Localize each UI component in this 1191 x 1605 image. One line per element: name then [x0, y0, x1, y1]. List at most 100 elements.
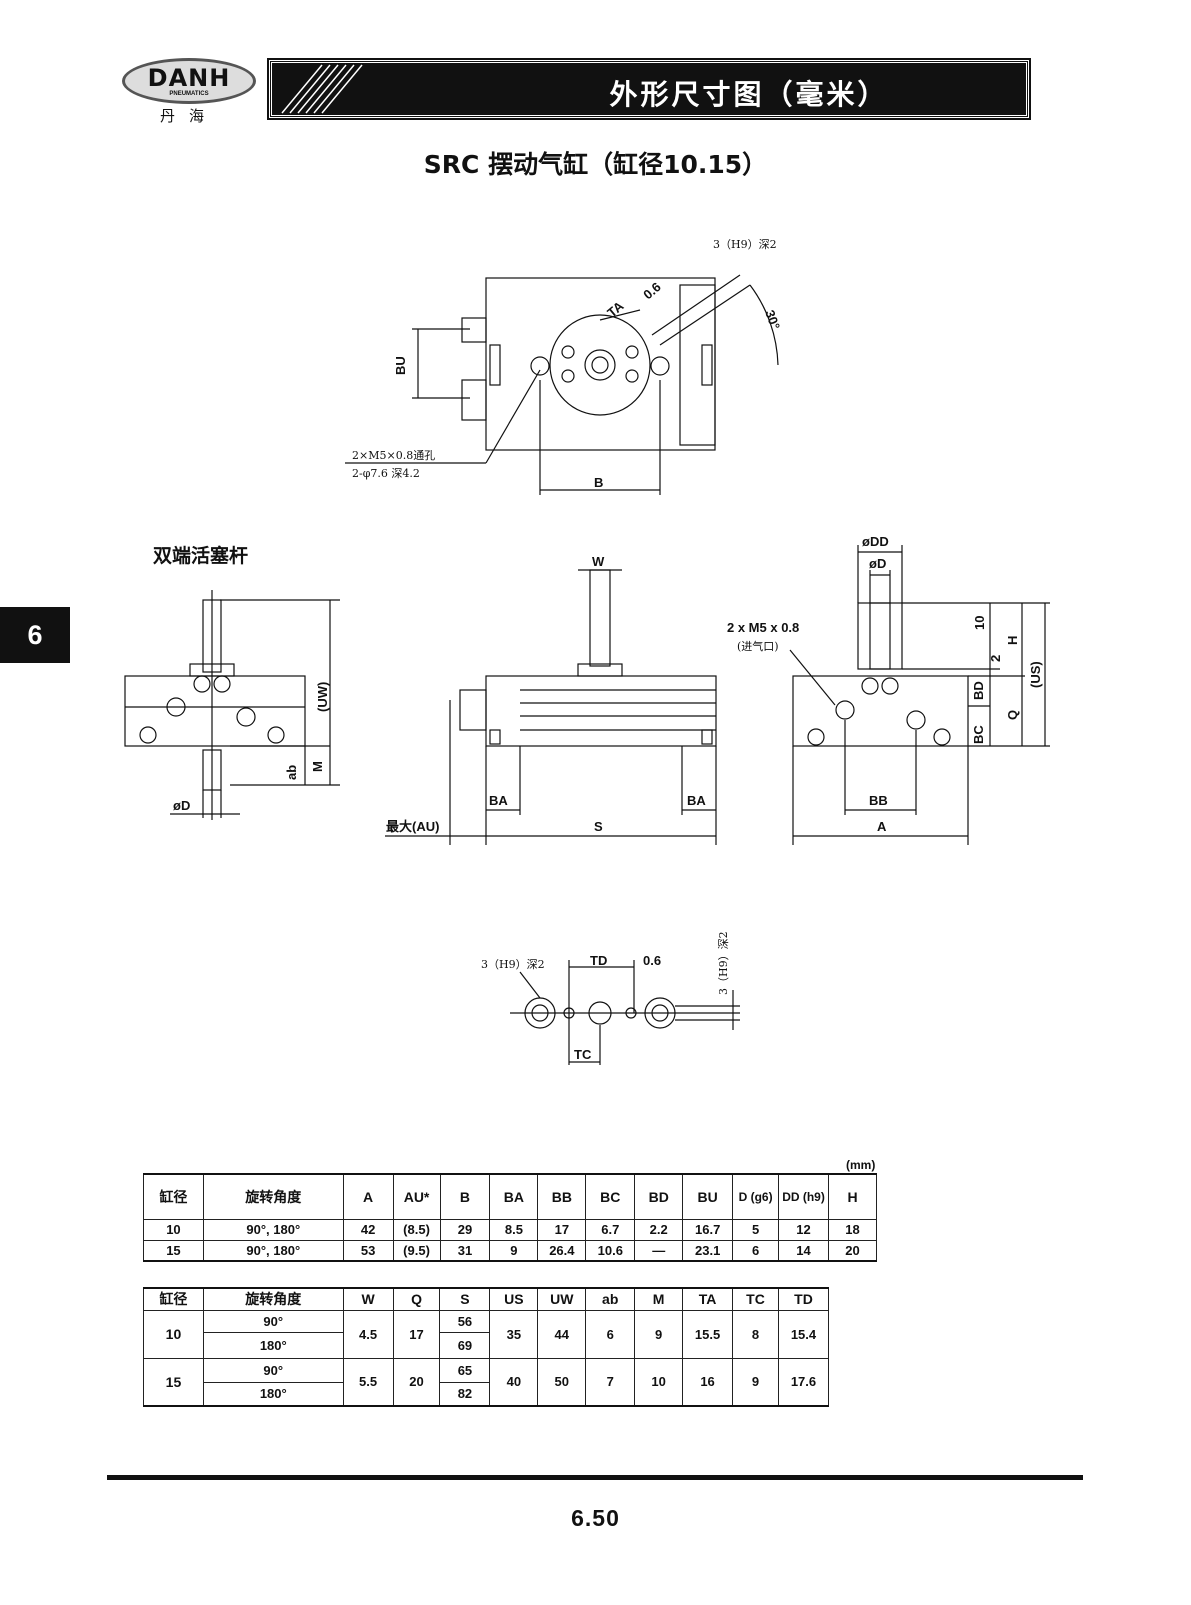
- chapter-tab: 6: [0, 607, 70, 663]
- footer-divider: [107, 1475, 1083, 1480]
- header-cell: S: [439, 1287, 491, 1311]
- header-cell: BD: [634, 1173, 684, 1220]
- label-ba-left: BA: [489, 793, 508, 808]
- cell: 26.4: [537, 1239, 587, 1262]
- label-port: 2 x M5 x 0.8: [727, 620, 799, 635]
- header-cell: BB: [537, 1173, 587, 1220]
- cell: 35: [489, 1309, 539, 1359]
- header-cell: A: [342, 1173, 394, 1220]
- table-row: 10 90° 4.5 17 56 35 44 6 9 15.5 8 15.4: [143, 1309, 830, 1359]
- label-bb: BB: [869, 793, 888, 808]
- cell: 17: [537, 1218, 587, 1241]
- cell: 17.6: [777, 1357, 830, 1407]
- label-tc: TC: [574, 1047, 592, 1062]
- label-w: W: [592, 554, 605, 569]
- label-two: 2: [988, 655, 1003, 662]
- cell: 8.5: [489, 1218, 539, 1241]
- cell: 65: [439, 1357, 491, 1383]
- page-number: 6.50: [571, 1505, 620, 1531]
- danh-logo: DANH PNEUMATICS 丹海: [122, 58, 258, 128]
- label-q: Q: [1005, 710, 1020, 720]
- cell: 6: [585, 1309, 636, 1359]
- header-cell: D (g6): [732, 1173, 780, 1220]
- label-port-cn: (进气口): [737, 639, 779, 653]
- label-detail-gap: 0.6: [643, 953, 661, 968]
- section-label: 双端活塞杆: [153, 545, 249, 567]
- cell: 10: [634, 1357, 684, 1407]
- header-cell: AU*: [392, 1173, 441, 1220]
- cell: 90°: [202, 1309, 344, 1333]
- label-detail-keyway1: 3（H9）深2: [481, 958, 545, 971]
- unit-label: (mm): [846, 1158, 876, 1172]
- header-cell: H: [828, 1173, 877, 1220]
- label-hole2: 2-φ7.6 深4.2: [352, 467, 420, 480]
- cell: 2.2: [634, 1218, 684, 1241]
- label-odd: øDD: [862, 534, 889, 549]
- cell: 6.7: [585, 1218, 636, 1241]
- header-cell: TD: [777, 1287, 830, 1311]
- cell: 15.5: [682, 1309, 734, 1359]
- label-keyway: 3（H9）深2: [713, 238, 777, 251]
- cell: 90°, 180°: [202, 1218, 344, 1241]
- right-view-drawing: [789, 545, 1050, 845]
- cell: 15: [143, 1239, 204, 1262]
- label-ten: 10: [972, 616, 987, 630]
- cell: 90°, 180°: [202, 1239, 344, 1262]
- cell: 7: [585, 1357, 636, 1407]
- header-cell: TA: [682, 1287, 734, 1311]
- cell: 42: [342, 1218, 394, 1241]
- page-subtitle: SRC 摆动气缸（缸径10.15）: [423, 150, 768, 179]
- cell: 5: [732, 1218, 780, 1241]
- cell: 20: [828, 1239, 877, 1262]
- label-ab: ab: [284, 765, 299, 780]
- header-cell: ab: [585, 1287, 636, 1311]
- table-row: 180° 82: [143, 1381, 829, 1407]
- logo-sub: PNEUMATICS: [169, 91, 209, 97]
- header-cell: Q: [392, 1287, 441, 1311]
- label-detail-keyway2: 3（H9）深2: [717, 931, 730, 995]
- label-h: H: [1005, 636, 1020, 645]
- label-au: 最大(AU): [386, 819, 439, 834]
- cell: 180°: [202, 1331, 344, 1359]
- cell: 14: [778, 1239, 829, 1262]
- header-cell: US: [489, 1287, 539, 1311]
- header-cell: TC: [732, 1287, 779, 1311]
- label-angle: 30°: [762, 308, 783, 332]
- cell: 180°: [202, 1381, 344, 1407]
- label-bd: BD: [971, 681, 986, 700]
- header-banner: 外形尺寸图（毫米）: [267, 58, 1031, 120]
- cell: 90°: [202, 1357, 344, 1383]
- stripes-decoration: [281, 64, 363, 114]
- table-row: 180° 69: [144, 1331, 829, 1359]
- cell: 29: [439, 1218, 491, 1241]
- header-cell: M: [634, 1287, 684, 1311]
- cell: 17: [392, 1309, 441, 1359]
- cell: 9: [634, 1309, 684, 1359]
- cell: 5.5: [342, 1357, 394, 1407]
- cell: 56: [439, 1309, 491, 1333]
- cell: 9: [732, 1357, 779, 1407]
- cell: 15.4: [777, 1309, 830, 1359]
- cell: 4.5: [342, 1309, 394, 1359]
- cell: 40: [489, 1357, 539, 1407]
- cell: 23.1: [682, 1239, 734, 1262]
- label-bu: BU: [393, 356, 408, 375]
- cell: 15: [143, 1357, 204, 1407]
- cell: —: [634, 1239, 684, 1262]
- header-cell: 旋转角度: [202, 1173, 344, 1220]
- cell: (9.5): [392, 1239, 441, 1262]
- cell: 16.7: [682, 1218, 734, 1241]
- label-td: TD: [590, 953, 607, 968]
- label-m: M: [310, 761, 325, 772]
- front-view-drawing: [385, 569, 717, 845]
- cell: 10.6: [585, 1239, 636, 1262]
- label-od-left: øD: [173, 798, 190, 813]
- table-row: 15 90° 5.5 20 65 40 50 7 10 16 9 17.6: [143, 1357, 830, 1407]
- cell: 16: [682, 1357, 734, 1407]
- header-cell: B: [439, 1173, 491, 1220]
- label-ba-right: BA: [687, 793, 706, 808]
